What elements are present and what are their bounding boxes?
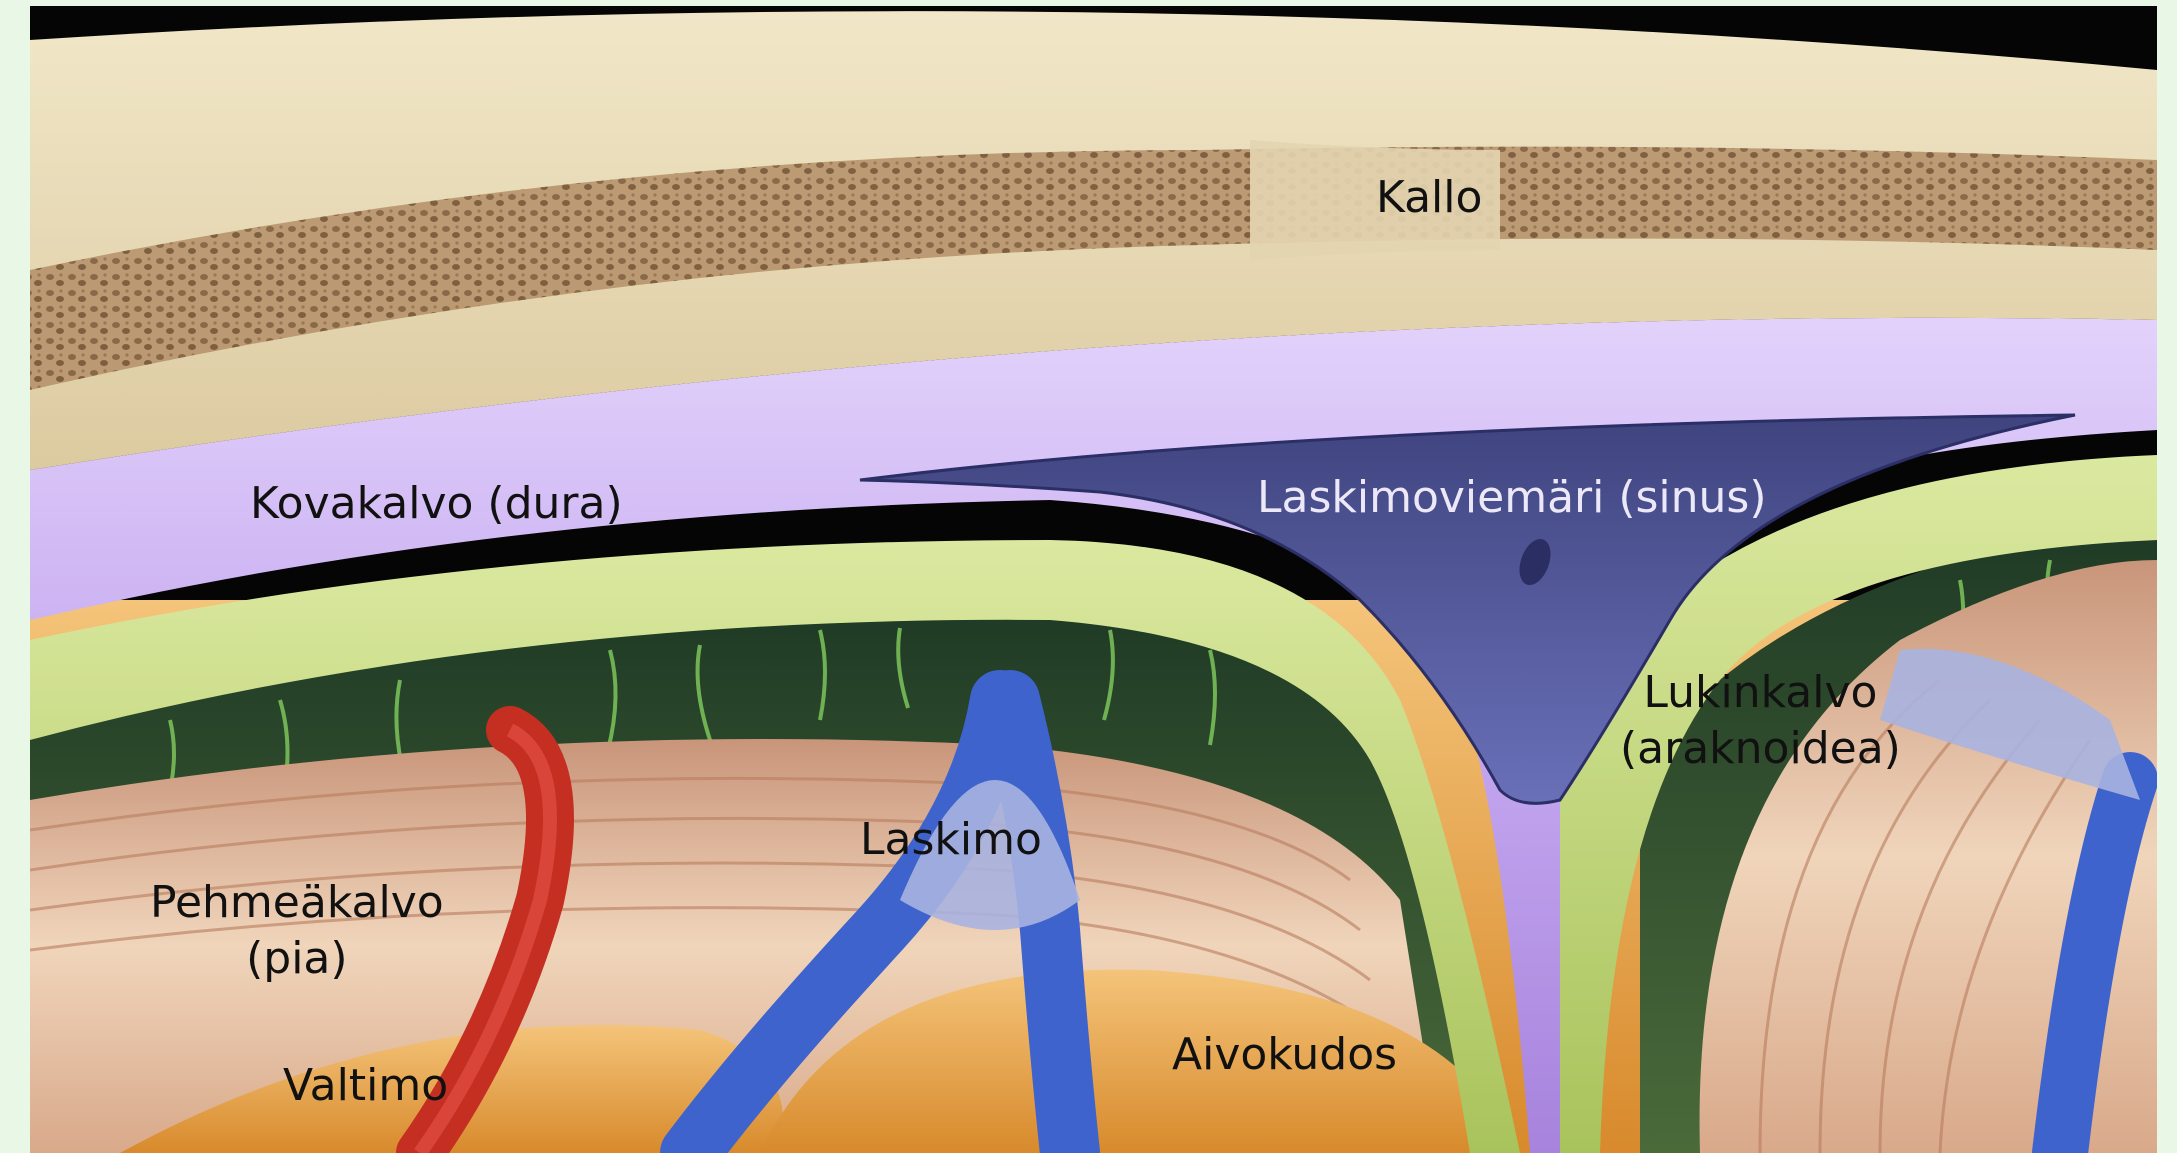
label-arachnoid: Lukinkalvo (araknoidea) xyxy=(1620,665,1901,777)
label-artery: Valtimo xyxy=(283,1058,448,1114)
label-skull: Kallo xyxy=(1376,170,1482,226)
label-brain-tissue: Aivokudos xyxy=(1172,1027,1397,1083)
label-sinus: Laskimoviemäri (sinus) xyxy=(1257,470,1767,526)
label-dura: Kovakalvo (dura) xyxy=(250,476,623,532)
label-vein: Laskimo xyxy=(860,812,1042,868)
label-pia: Pehmeäkalvo (pia) xyxy=(150,875,444,987)
